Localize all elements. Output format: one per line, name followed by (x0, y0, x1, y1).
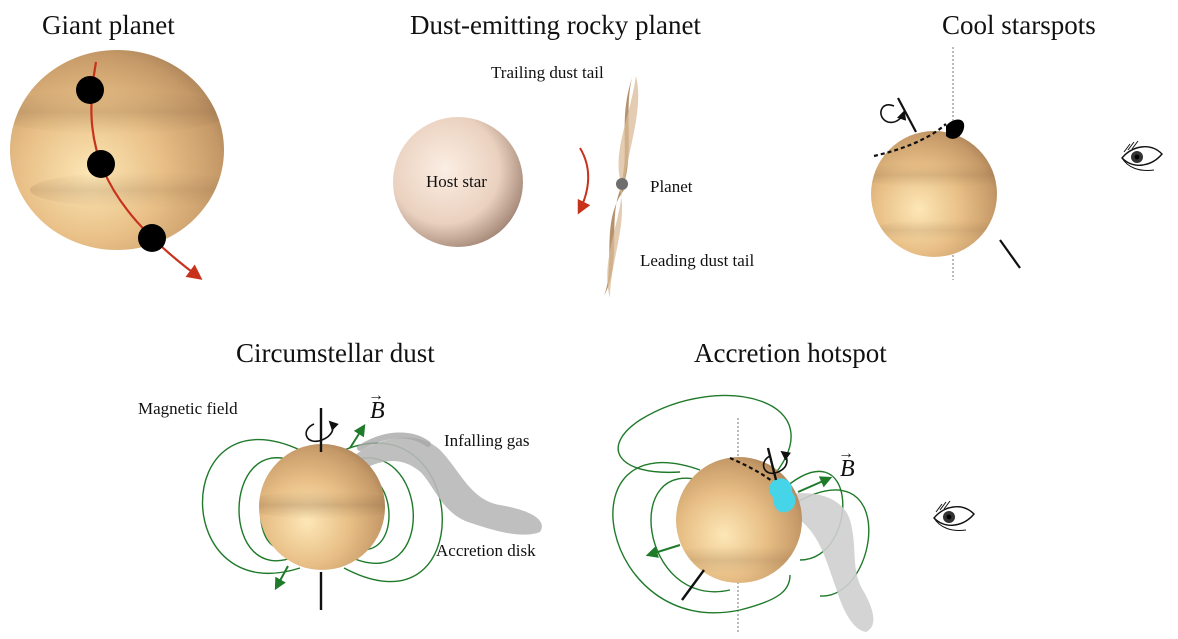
circumstellar-panel (201, 408, 542, 610)
circumstellar-title: Circumstellar dust (236, 338, 435, 368)
vector-arrow-icon: → (368, 387, 384, 404)
spot-latitude-path (873, 123, 947, 158)
infalling-gas (355, 437, 542, 535)
eye-icon (1121, 140, 1163, 171)
rotation-arrow-icon (762, 450, 792, 475)
accretion-disk-label: Accretion disk (436, 541, 536, 560)
orbit-arrow (577, 147, 591, 215)
transiting-planet-2 (87, 150, 115, 178)
rotation-arrow-icon (305, 420, 339, 443)
hotspot-latitude-path (729, 456, 781, 489)
starspot (946, 119, 965, 139)
b-field-arrow-top (349, 423, 366, 449)
planet-dot (616, 178, 628, 190)
infalling-gas-label: Infalling gas (444, 431, 530, 450)
b-field-vector-label: →B (838, 445, 855, 482)
giant-planet-panel (10, 50, 224, 280)
rotation-arrow-icon (880, 104, 907, 124)
accretion-hotspot (769, 478, 796, 513)
starspots-title: Cool starspots (942, 10, 1096, 40)
giant-planet-star (10, 50, 224, 250)
planet-label: Planet (650, 177, 693, 196)
b-field-arrow-bottom (645, 544, 681, 558)
magnetic-field-label: Magnetic field (138, 399, 238, 418)
transiting-planet-1 (76, 76, 104, 104)
dust-planet-panel (393, 76, 639, 298)
transiting-planet-3 (138, 224, 166, 252)
b-field-arrow-bottom (274, 565, 289, 591)
rotation-axis-top (897, 97, 917, 133)
giant-planet-title: Giant planet (42, 10, 175, 40)
vector-arrow-icon: → (838, 445, 854, 462)
b-field-vector-label: →B (368, 387, 385, 424)
hotspot-panel (612, 394, 874, 632)
infalling-gas (790, 493, 874, 632)
rotation-axis-bottom (999, 239, 1021, 269)
hotspot-title: Accretion hotspot (694, 338, 887, 368)
dust-planet-title: Dust-emitting rocky planet (410, 10, 701, 40)
eye-icon (933, 500, 975, 531)
b-field-arrow-top (797, 476, 833, 493)
leading-dust-tail-label: Leading dust tail (640, 251, 755, 270)
trailing-dust-tail-label: Trailing dust tail (491, 63, 604, 82)
giant-planet-bands (10, 90, 224, 208)
host-star-label: Host star (426, 172, 487, 191)
starspots-panel (871, 47, 1021, 280)
rotation-axis-bottom (681, 569, 705, 601)
host-star (393, 117, 523, 247)
rotation-axis-top (766, 447, 778, 481)
